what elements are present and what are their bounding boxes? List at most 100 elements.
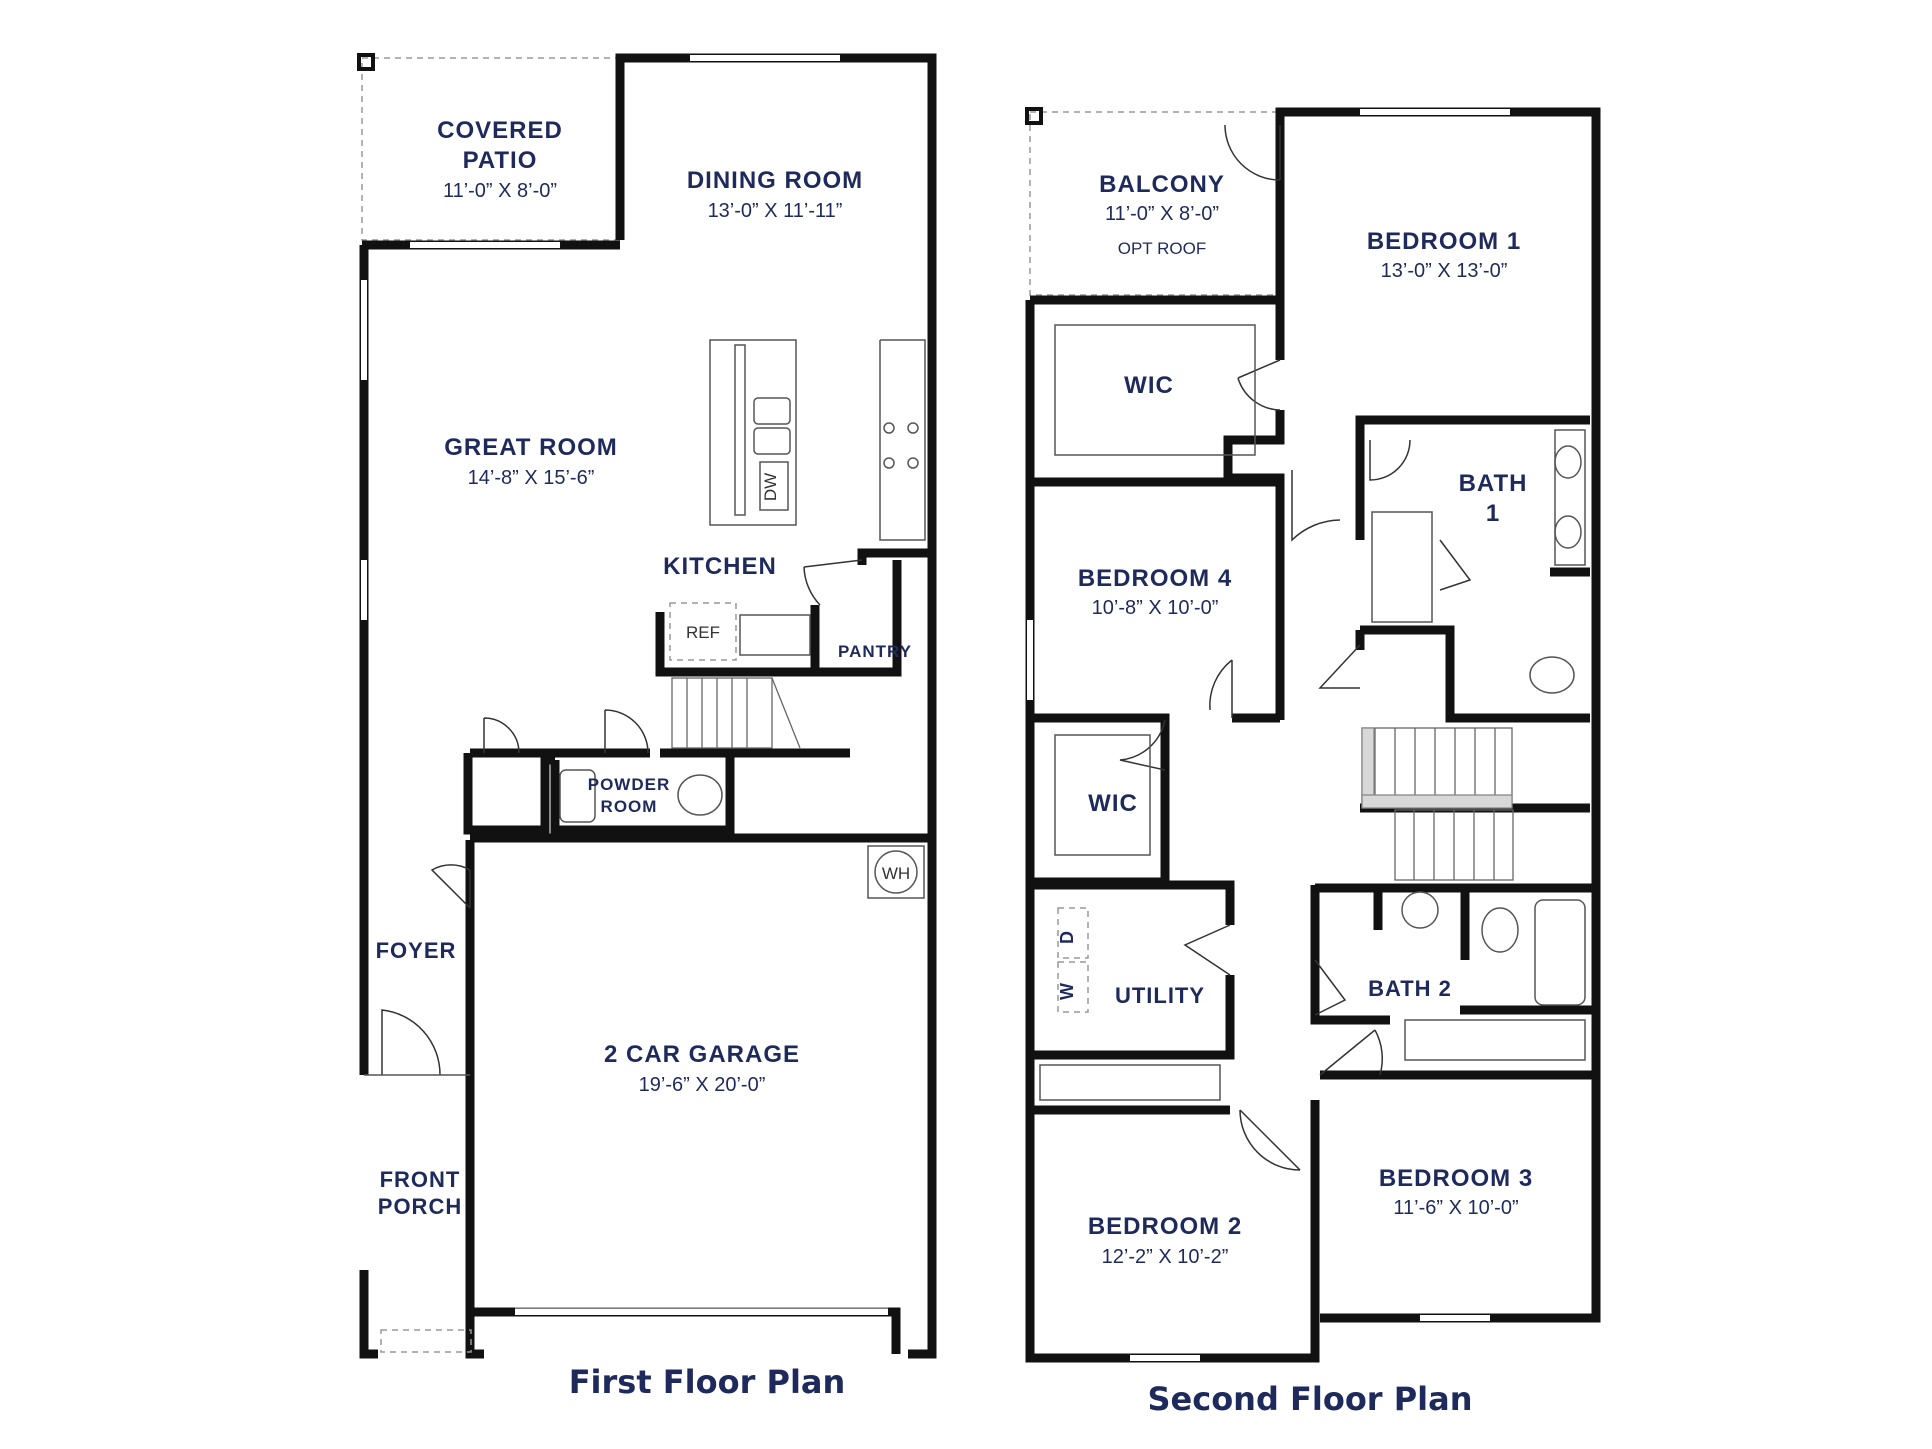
balcony-dim: 11’-0” X 8’-0” — [1105, 203, 1219, 225]
pantry-label: PANTRY — [838, 642, 912, 661]
garage-dim: 19’-6” X 20’-0” — [639, 1074, 766, 1096]
powder-sink — [559, 769, 596, 823]
burner-1 — [883, 422, 895, 434]
bedroom3-label: BEDROOM 3 — [1379, 1165, 1533, 1192]
wh-label: WH — [882, 864, 910, 883]
front-door — [381, 1009, 441, 1076]
bedroom4-dim: 10’-8” X 10’-0” — [1092, 597, 1219, 619]
balcony-note: OPT ROOF — [1118, 239, 1206, 258]
powder-room-label: POWDER — [588, 775, 671, 794]
powder-door — [604, 709, 649, 754]
second-floor-west-wall — [1025, 300, 1320, 1363]
utility-door — [1183, 924, 1231, 976]
bedroom2-closet — [1039, 1064, 1221, 1101]
bath1-top-wall — [1355, 415, 1590, 540]
bath1-door — [1369, 439, 1411, 481]
bath1-sink-1 — [1554, 445, 1582, 479]
porch-wall-right — [465, 1312, 484, 1359]
bedroom2-dim: 12’-2” X 10’-2” — [1102, 1246, 1229, 1268]
second-floor-title: Second Floor Plan — [1147, 1380, 1472, 1418]
washer-label: W — [1057, 982, 1077, 1000]
bedroom4-label: BEDROOM 4 — [1078, 565, 1232, 592]
bath2-door — [1314, 959, 1347, 1016]
bedroom2-door — [1239, 1109, 1301, 1171]
pantry-walls — [810, 560, 902, 677]
front-porch-label: FRONT — [380, 1167, 461, 1192]
garage-label: 2 CAR GARAGE — [604, 1041, 800, 1068]
bedroom1-label: BEDROOM 1 — [1367, 228, 1521, 255]
foyer-label: FOYER — [376, 938, 457, 963]
bath1-label-2: 1 — [1486, 500, 1500, 527]
balcony-door — [1224, 124, 1281, 181]
utility-bottom-wall — [1030, 975, 1235, 1060]
bedroom3-closet — [1404, 1019, 1586, 1061]
kitchen-label: KITCHEN — [663, 553, 777, 580]
bath2-label: BATH 2 — [1368, 976, 1452, 1001]
bath1-vanity — [1554, 429, 1586, 566]
bath1-toilet — [1529, 656, 1575, 694]
wic1-shelving — [1054, 324, 1256, 456]
garage-front-wall — [470, 1307, 901, 1354]
balcony-post — [1025, 107, 1043, 125]
balcony-label: BALCONY — [1099, 171, 1225, 198]
kitchen-counter-low — [739, 614, 811, 656]
bath2-toilet — [1481, 907, 1519, 953]
porch-wall-left — [359, 1270, 378, 1359]
ref-label: REF — [686, 623, 720, 642]
dining-room-label: DINING ROOM — [687, 167, 863, 194]
dryer — [1057, 907, 1089, 959]
bath1-shower — [1371, 511, 1433, 623]
closet-walls — [463, 753, 555, 835]
first-floor-plan: DW WH COVERE — [357, 53, 937, 1401]
dw-label: DW — [761, 473, 780, 501]
water-heater-box — [867, 845, 925, 899]
burner-4 — [907, 457, 919, 469]
bedroom1-hall-door — [1291, 470, 1341, 542]
wic-closet-walls — [1223, 410, 1285, 720]
covered-patio-label: COVERED — [437, 117, 563, 144]
bath2-left-wall — [1310, 885, 1390, 1025]
wic1-door — [1237, 359, 1281, 411]
great-room-dim: 14’-8” X 15’-6” — [468, 467, 595, 489]
bedroom4-door — [1209, 659, 1233, 718]
kitchen-counter — [879, 339, 926, 541]
sink-basin-2 — [753, 427, 791, 455]
front-porch-label-2: PORCH — [378, 1194, 462, 1219]
utility-label: UTILITY — [1115, 983, 1205, 1008]
dining-room-dim: 13’-0” X 11’-11” — [708, 200, 843, 222]
island-bar-edge — [734, 344, 746, 516]
bath1-label: BATH — [1459, 470, 1528, 497]
porch-step — [380, 1329, 472, 1353]
garage-entry-door — [430, 864, 471, 909]
kitchen-bottom-wall — [655, 612, 815, 677]
wic2-door — [1119, 719, 1166, 771]
wic1-label: WIC — [1124, 372, 1174, 399]
burner-2 — [907, 422, 919, 434]
washer — [1057, 961, 1089, 1013]
powder-room-right-wall — [660, 748, 735, 830]
wic2-shelving — [1054, 734, 1151, 856]
burner-3 — [883, 457, 895, 469]
bedroom3-dim: 11’-6” X 10’-0” — [1393, 1197, 1518, 1219]
bedroom3-door — [1319, 1029, 1384, 1076]
dryer-label: D — [1057, 930, 1077, 944]
shower-door — [1439, 539, 1472, 591]
bedroom1-dim: 13’-0” X 13’-0” — [1381, 260, 1508, 282]
second-floor-plan: D W BALCONY 11’-0” X 8’-0” OPT ROOF BEDR… — [1025, 107, 1601, 1418]
kitchen-island — [709, 339, 797, 526]
water-heater-tank — [874, 850, 918, 894]
great-room-label: GREAT ROOM — [444, 434, 618, 461]
bath2-tub — [1534, 899, 1586, 1006]
first-floor-stairs — [671, 677, 801, 749]
first-floor-east-wall — [615, 53, 937, 1359]
linen-door — [1318, 644, 1361, 689]
bath1-sink-2 — [1554, 515, 1582, 549]
powder-room-label-2: ROOM — [601, 797, 658, 816]
first-floor-title: First Floor Plan — [569, 1363, 846, 1401]
sink-basin-1 — [753, 397, 791, 425]
powder-toilet — [677, 774, 723, 816]
closet-door — [483, 717, 520, 754]
covered-patio-dim: 11’-0” X 8’-0” — [443, 180, 557, 202]
